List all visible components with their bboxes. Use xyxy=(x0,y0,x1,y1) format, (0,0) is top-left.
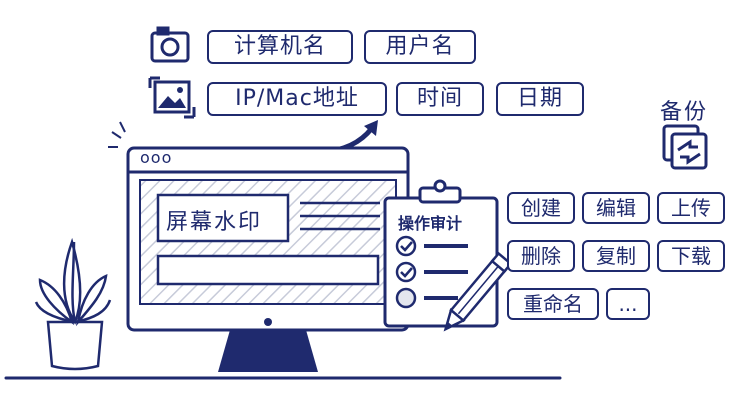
monitor xyxy=(126,146,410,372)
potted-plant-icon xyxy=(34,237,112,371)
op-create: 创建 xyxy=(507,192,575,224)
image-icon xyxy=(148,76,196,119)
op-upload: 上传 xyxy=(657,192,725,224)
op-edit: 编辑 xyxy=(582,192,650,224)
screen-watermark-label: 屏幕水印 xyxy=(166,210,263,235)
op-download: 下载 xyxy=(657,240,725,272)
tag-date: 日期 xyxy=(496,82,584,116)
op-copy: 复制 xyxy=(582,240,650,272)
camera-icon xyxy=(150,26,190,63)
tag-ip-mac: IP/Mac地址 xyxy=(207,82,387,116)
audit-title: 操作审计 xyxy=(398,214,463,233)
pencil-icon xyxy=(443,251,513,332)
tag-time: 时间 xyxy=(396,82,484,116)
backup-sync-icon xyxy=(662,124,708,170)
op-rename: 重命名 xyxy=(507,288,599,320)
op-delete: 删除 xyxy=(507,240,575,272)
tag-computer-name: 计算机名 xyxy=(207,30,353,64)
backup-label: 备份 xyxy=(660,100,709,125)
clipboard-checklist-icon xyxy=(383,179,499,328)
window-dots: ooo xyxy=(140,148,173,167)
tag-username: 用户名 xyxy=(364,30,476,64)
op-more: ... xyxy=(606,288,650,320)
